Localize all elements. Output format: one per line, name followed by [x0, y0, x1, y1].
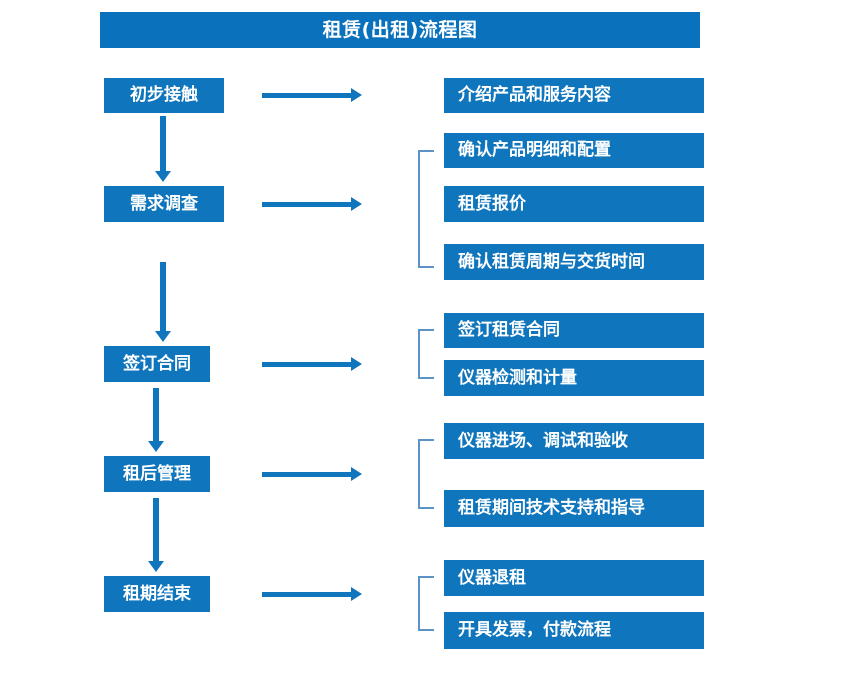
- vertical-arrow-3: [148, 388, 164, 452]
- stage-box-1[interactable]: 初步接触: [104, 78, 224, 113]
- group-bracket-1: [418, 150, 434, 268]
- stage-box-4[interactable]: 租后管理: [104, 456, 210, 492]
- detail-box-10[interactable]: 开具发票，付款流程: [444, 612, 704, 649]
- detail-label-2: 确认产品明细和配置: [458, 140, 611, 160]
- diagram-title-bar: 租赁(出租)流程图: [100, 12, 700, 48]
- vertical-arrow-2: [155, 262, 171, 342]
- stage-label-5: 租期结束: [123, 583, 191, 604]
- detail-box-2[interactable]: 确认产品明细和配置: [444, 133, 704, 168]
- stage-box-3[interactable]: 签订合同: [104, 346, 210, 382]
- group-bracket-4: [418, 576, 434, 631]
- detail-box-6[interactable]: 仪器检测和计量: [444, 360, 704, 396]
- horizontal-arrow-4: [262, 467, 362, 481]
- detail-box-9[interactable]: 仪器退租: [444, 560, 704, 596]
- horizontal-arrow-3: [262, 357, 362, 371]
- detail-label-6: 仪器检测和计量: [458, 367, 577, 388]
- stage-label-1: 初步接触: [130, 85, 198, 105]
- diagram-title: 租赁(出租)流程图: [322, 18, 478, 41]
- stage-box-2[interactable]: 需求调查: [104, 186, 224, 222]
- detail-label-5: 签订租赁合同: [458, 320, 560, 340]
- detail-box-8[interactable]: 租赁期间技术支持和指导: [444, 490, 704, 527]
- detail-box-3[interactable]: 租赁报价: [444, 186, 704, 222]
- group-bracket-2: [418, 329, 434, 379]
- detail-label-4: 确认租赁周期与交货时间: [458, 251, 645, 272]
- stage-label-2: 需求调查: [130, 193, 198, 214]
- detail-label-3: 租赁报价: [458, 193, 526, 214]
- detail-box-5[interactable]: 签订租赁合同: [444, 313, 704, 348]
- vertical-arrow-4: [148, 498, 164, 572]
- stage-label-4: 租后管理: [123, 463, 191, 484]
- vertical-arrow-1: [155, 116, 171, 182]
- detail-label-1: 介绍产品和服务内容: [458, 85, 611, 105]
- detail-label-10: 开具发票，付款流程: [458, 620, 611, 640]
- detail-box-1[interactable]: 介绍产品和服务内容: [444, 78, 704, 113]
- stage-box-5[interactable]: 租期结束: [104, 576, 210, 612]
- detail-box-4[interactable]: 确认租赁周期与交货时间: [444, 244, 704, 280]
- stage-label-3: 签订合同: [123, 353, 191, 374]
- horizontal-arrow-5: [262, 587, 362, 601]
- detail-box-7[interactable]: 仪器进场、调试和验收: [444, 423, 704, 459]
- group-bracket-3: [418, 439, 434, 509]
- detail-label-7: 仪器进场、调试和验收: [458, 430, 628, 451]
- detail-label-8: 租赁期间技术支持和指导: [458, 498, 645, 518]
- horizontal-arrow-2: [262, 197, 362, 211]
- detail-label-9: 仪器退租: [458, 567, 526, 588]
- horizontal-arrow-1: [262, 88, 362, 102]
